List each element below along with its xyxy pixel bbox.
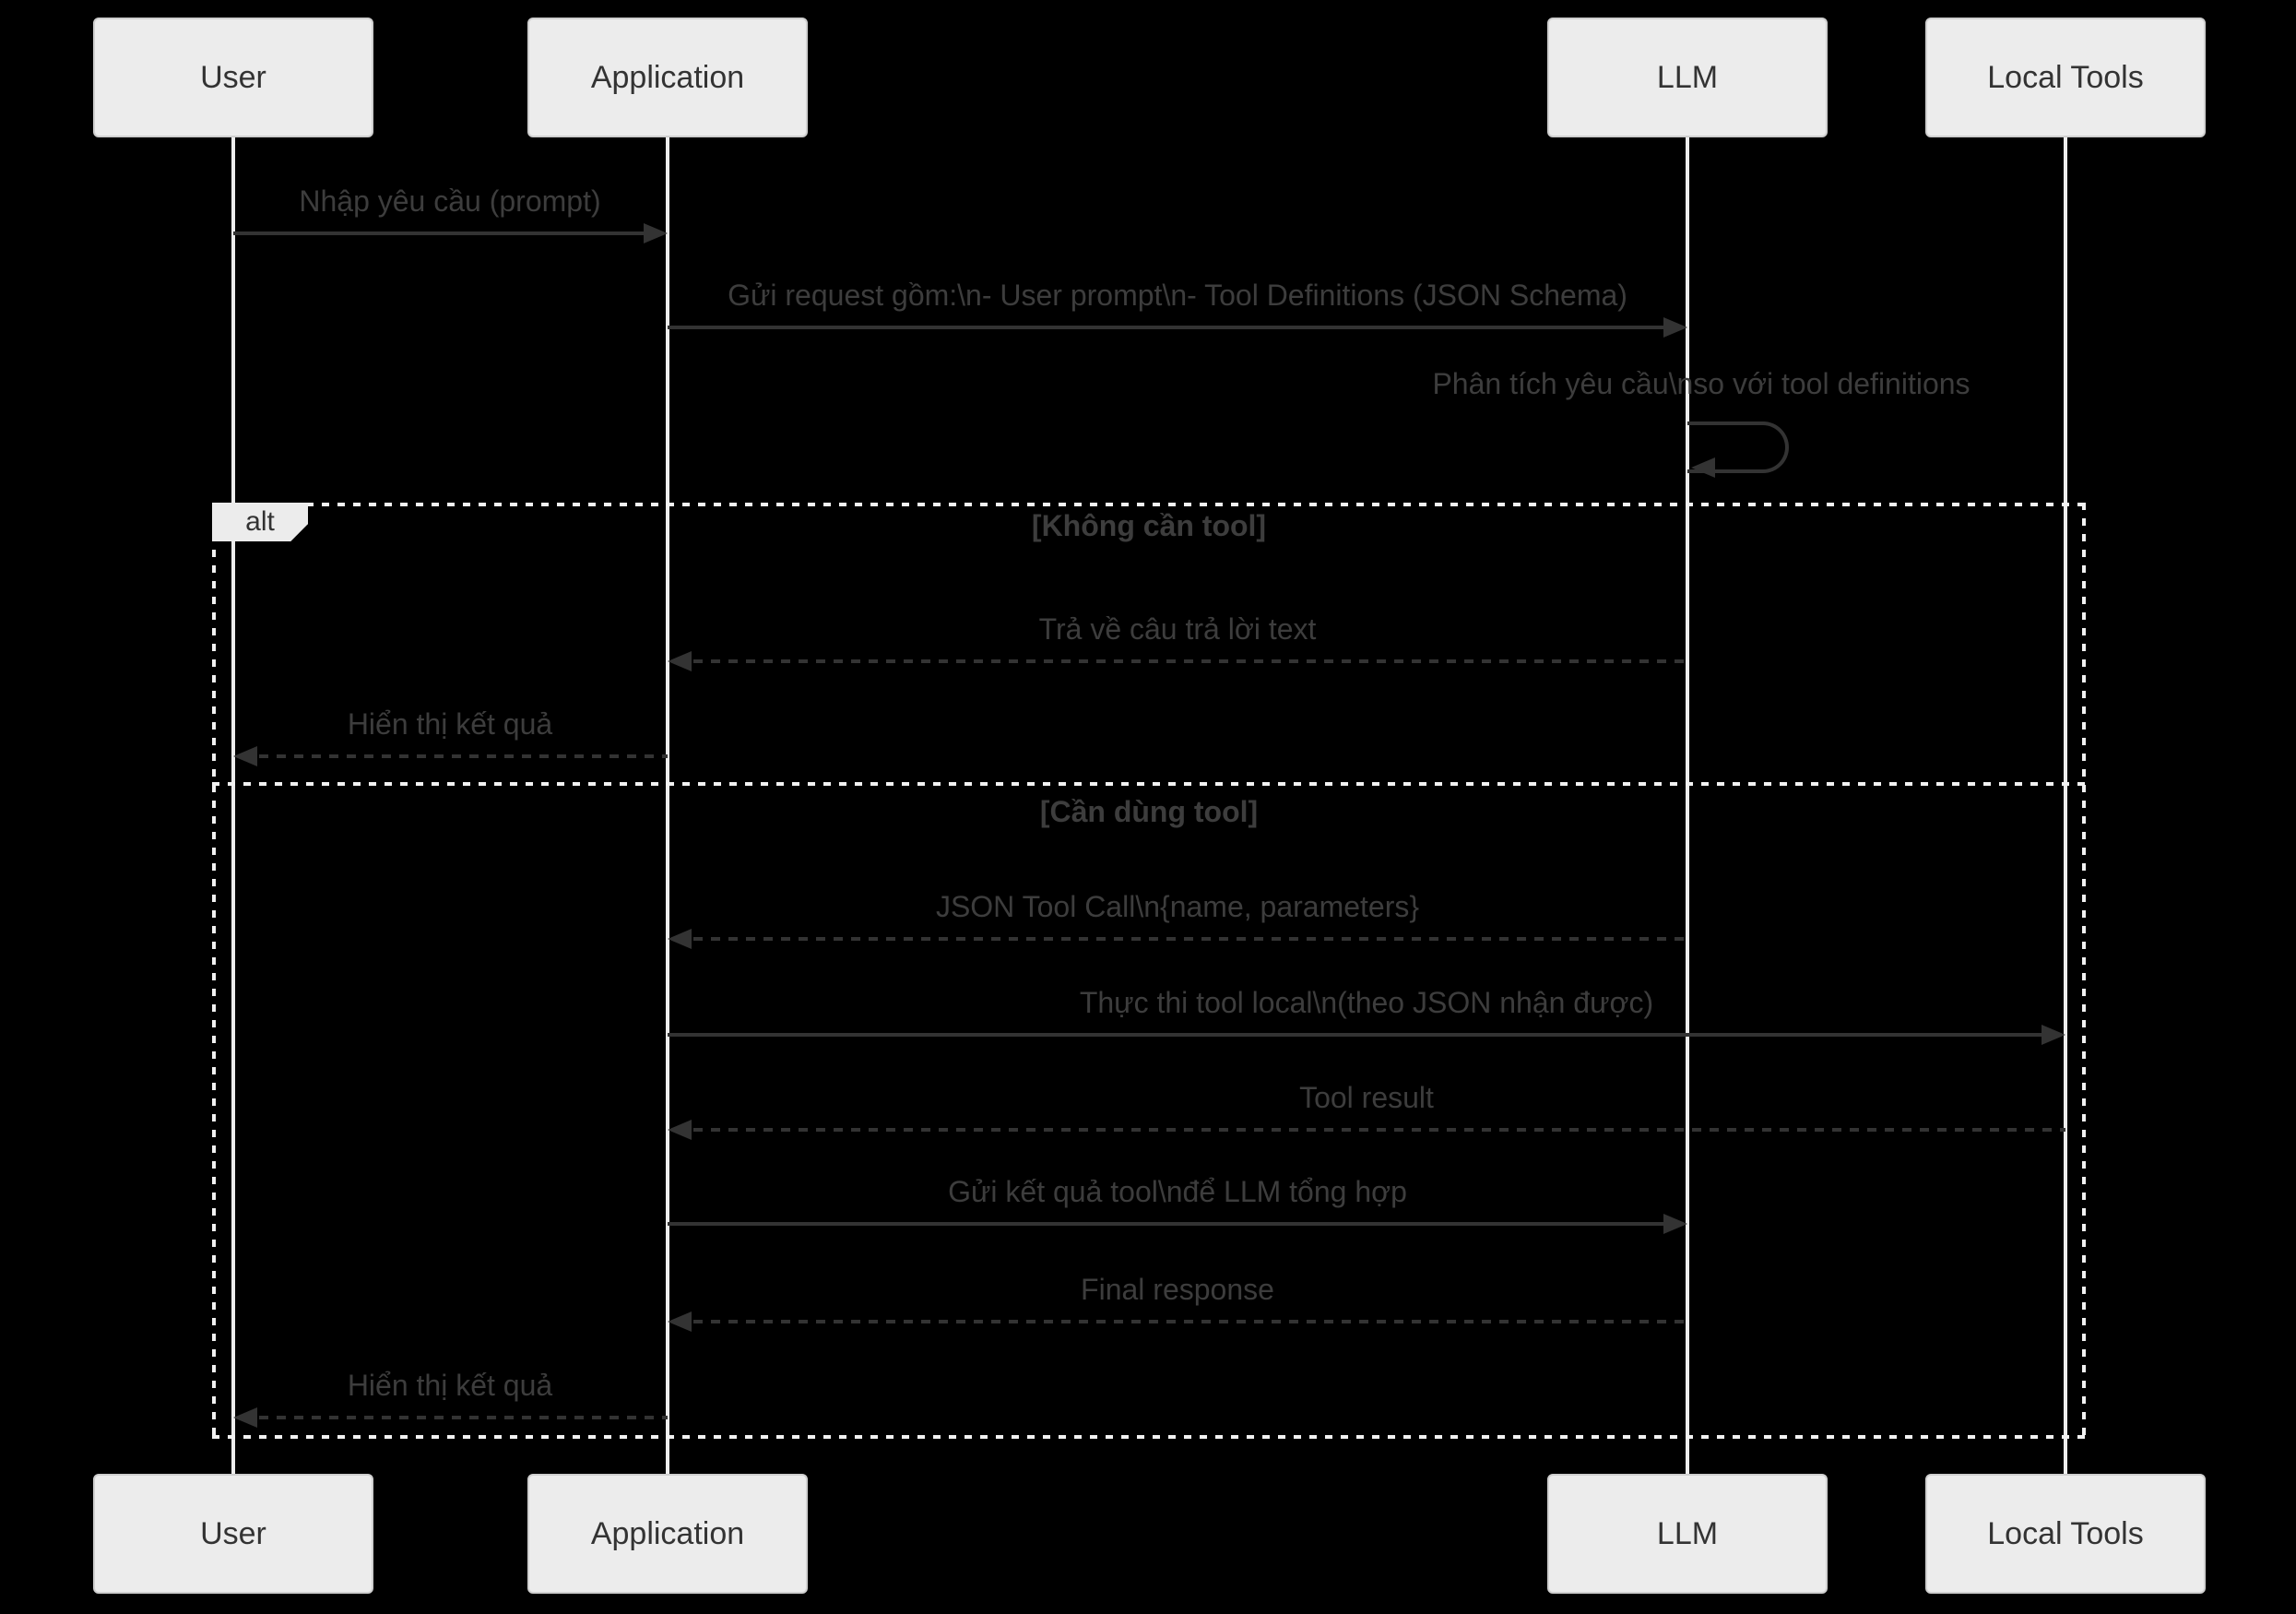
message-line <box>693 937 1687 941</box>
actor-label: Application <box>590 1515 745 1551</box>
arrowhead-left-icon <box>1691 457 1715 478</box>
alt-frame-right <box>2082 503 2086 1439</box>
message-text: Nhập yêu cầu (prompt) <box>299 184 601 218</box>
actor-user-bottom: User <box>93 1474 373 1594</box>
actor-label: Local Tools <box>1987 59 2144 95</box>
actor-llm-top: LLM <box>1547 18 1828 137</box>
message-text: Gửi request gồm:\n- User prompt\n- Tool … <box>728 279 1627 312</box>
arrowhead-left-icon <box>668 1311 692 1332</box>
arrowhead-left-icon <box>668 929 692 949</box>
alt-condition-1: [Không cần tool] <box>1031 509 1267 542</box>
message-text: Gửi kết quả tool\nđể LLM tổng hợp <box>948 1175 1407 1208</box>
alt-frame-divider <box>212 782 2086 786</box>
message-line <box>259 1416 668 1419</box>
arrowhead-left-icon <box>668 651 692 671</box>
alt-frame-left <box>212 503 216 1439</box>
alt-label: alt <box>245 506 275 537</box>
message-text: JSON Tool Call\n{name, parameters} <box>935 890 1420 923</box>
message-text: Trả về câu trả lời text <box>1038 612 1317 646</box>
alt-condition-2: [Cần dùng tool] <box>1039 795 1259 828</box>
message-line <box>668 326 1663 329</box>
self-loop-line <box>1687 421 1789 473</box>
message-line <box>693 659 1687 663</box>
message-text: Phân tích yêu cầu\nso với tool definitio… <box>1432 367 1971 400</box>
actor-local-tools-bottom: Local Tools <box>1925 1474 2206 1594</box>
actor-label: LLM <box>1656 59 1719 95</box>
lifeline-llm <box>1686 137 1689 1474</box>
actor-application-top: Application <box>527 18 808 137</box>
arrowhead-left-icon <box>233 1407 257 1428</box>
message-line <box>693 1128 2065 1132</box>
message-text: Tool result <box>1299 1081 1434 1114</box>
actor-label: LLM <box>1656 1515 1719 1551</box>
actor-label: User <box>200 59 266 95</box>
alt-frame-top <box>212 503 2086 506</box>
lifeline-application <box>666 137 669 1474</box>
message-text: Hiển thị kết quả <box>347 1369 553 1402</box>
arrowhead-left-icon <box>668 1120 692 1140</box>
actor-label: Local Tools <box>1987 1515 2144 1551</box>
actor-application-bottom: Application <box>527 1474 808 1594</box>
arrowhead-right-icon <box>1663 1214 1687 1234</box>
actor-local-tools-top: Local Tools <box>1925 18 2206 137</box>
message-line <box>668 1033 2042 1037</box>
actor-label: Application <box>590 59 745 95</box>
message-line <box>259 754 668 758</box>
message-text: Final response <box>1081 1273 1274 1306</box>
arrowhead-right-icon <box>644 223 668 243</box>
message-line <box>693 1320 1687 1323</box>
actor-llm-bottom: LLM <box>1547 1474 1828 1594</box>
lifeline-local-tools <box>2064 137 2067 1474</box>
arrowhead-left-icon <box>233 746 257 766</box>
message-line <box>233 231 644 235</box>
actor-label: User <box>200 1515 266 1551</box>
alt-label-tab: alt <box>212 503 308 541</box>
message-text: Hiển thị kết quả <box>347 707 553 741</box>
arrowhead-right-icon <box>2042 1025 2065 1045</box>
message-line <box>668 1222 1663 1226</box>
actor-user-top: User <box>93 18 373 137</box>
alt-frame-bottom <box>212 1435 2086 1439</box>
message-text: Thực thi tool local\n(theo JSON nhận đượ… <box>1079 986 1654 1019</box>
arrowhead-right-icon <box>1663 317 1687 338</box>
lifeline-user <box>231 137 235 1474</box>
